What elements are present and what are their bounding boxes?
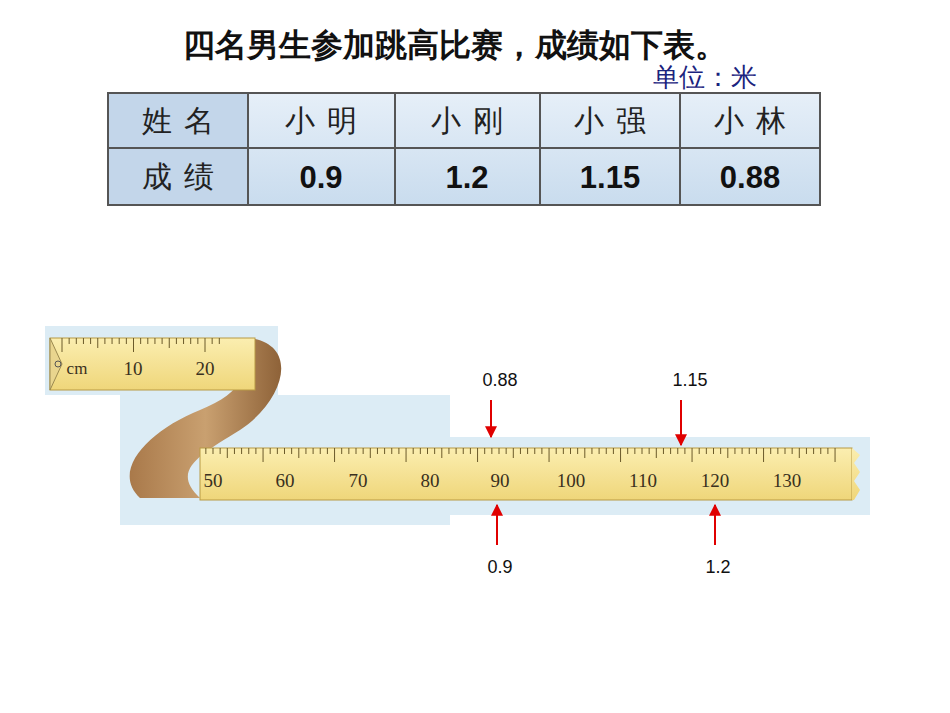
pointer-arrows xyxy=(491,400,715,545)
tape-number: 50 xyxy=(204,471,223,490)
table-cell: 小明 xyxy=(273,106,369,136)
tape-number: 110 xyxy=(629,471,657,490)
tape-number: 130 xyxy=(773,471,802,490)
score-table xyxy=(108,93,820,205)
arrow-label: 0.88 xyxy=(482,371,517,389)
tape-number: 10 xyxy=(124,359,143,378)
unit-note: 单位：米 xyxy=(653,64,757,90)
table-header: 成绩 xyxy=(130,162,226,192)
tape-measure xyxy=(45,326,870,525)
table-cell: 0.88 xyxy=(720,162,780,193)
arrow-label: 1.2 xyxy=(705,558,730,576)
table-cell: 1.15 xyxy=(580,162,640,193)
tape-number: 70 xyxy=(349,471,368,490)
table-cell: 1.2 xyxy=(445,162,488,193)
tape-number: 20 xyxy=(196,359,215,378)
tape-number: 90 xyxy=(491,471,510,490)
table-cell: 小林 xyxy=(702,106,798,136)
tape-number: 80 xyxy=(421,471,440,490)
table-header: 姓名 xyxy=(130,106,226,136)
table-cell: 0.9 xyxy=(299,162,342,193)
tape-number: 120 xyxy=(701,471,730,490)
tape-number: 100 xyxy=(557,471,586,490)
arrow-label: 1.15 xyxy=(672,371,707,389)
table-cell: 小强 xyxy=(562,106,658,136)
title: 四名男生参加跳高比赛，成绩如下表。 xyxy=(183,29,727,61)
tape-unit: cm xyxy=(67,360,88,377)
tape-number: 60 xyxy=(276,471,295,490)
arrow-label: 0.9 xyxy=(487,558,512,576)
table-cell: 小刚 xyxy=(419,106,515,136)
